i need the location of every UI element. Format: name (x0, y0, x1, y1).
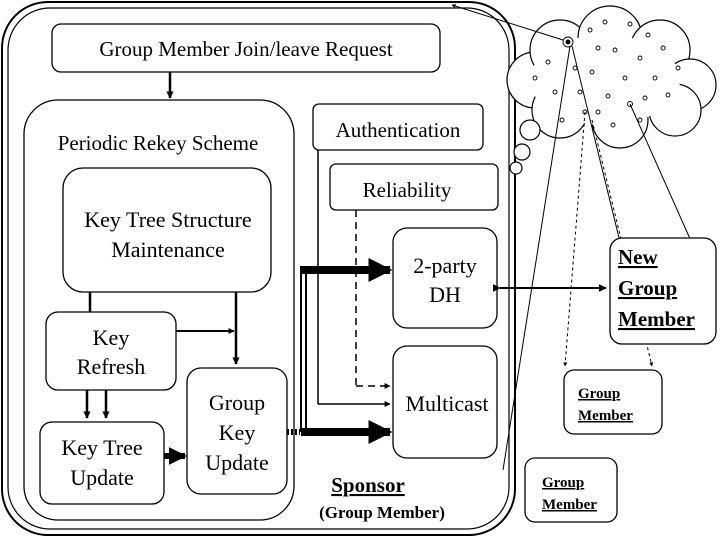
rekey-internal-arrows (83, 292, 240, 465)
two-party-dh-box: 2-party DH (392, 227, 498, 329)
new-member-label-2: Group (618, 276, 677, 300)
multicast-box: Multicast (392, 345, 498, 459)
sponsor-flow-arrows (287, 150, 607, 444)
group-member-box-1: Group Member (563, 369, 663, 435)
sponsor-sublabel: (Group Member) (319, 503, 445, 522)
two-party-dh-label-2: DH (429, 282, 461, 307)
key-refresh-label-1: Key (93, 325, 130, 350)
group-member-2-label-1: Group (542, 475, 584, 491)
key-tree-update-label-1: Key Tree (61, 435, 142, 460)
group-member-box-2: Group Member (524, 457, 618, 523)
key-tree-structure-label-2: Maintenance (111, 237, 225, 262)
new-member-label-1: New (618, 245, 658, 269)
authentication-label: Authentication (336, 118, 461, 142)
group-member-1-label-1: Group (578, 386, 620, 402)
new-group-member-box: New Group Member (609, 237, 717, 345)
group-key-update-box: Group Key Update (186, 367, 288, 495)
key-refresh-box: Key Refresh (45, 311, 177, 391)
key-tree-structure-label-1: Key Tree Structure (84, 207, 251, 232)
two-party-dh-label-1: 2-party (413, 253, 477, 278)
group-key-update-label-1: Group (209, 390, 265, 415)
join-request-label: Group Member Join/leave Request (99, 37, 393, 61)
group-member-1-label-2: Member (578, 408, 633, 424)
sponsor-label: Sponsor (331, 473, 405, 497)
multicast-label: Multicast (405, 391, 488, 416)
join-request-box: Group Member Join/leave Request (51, 23, 441, 73)
sponsor-frame (1, 1, 516, 536)
group-member-2-label-2: Member (542, 497, 597, 513)
key-tree-update-label-2: Update (70, 465, 134, 490)
key-tree-structure-box: Key Tree Structure Maintenance (62, 167, 272, 293)
reliability-label: Reliability (363, 178, 452, 202)
periodic-rekey-label: Periodic Rekey Scheme (58, 131, 259, 155)
cloud-members (532, 19, 681, 128)
group-key-update-label-2: Key (219, 420, 256, 445)
key-tree-update-box: Key Tree Update (39, 421, 165, 505)
group-cloud (506, 5, 717, 175)
new-member-label-3: Member (618, 307, 695, 331)
reliability-box: Reliability (329, 163, 499, 211)
key-refresh-label-2: Refresh (77, 354, 145, 379)
authentication-box: Authentication (312, 103, 484, 151)
group-key-update-label-3: Update (205, 450, 269, 475)
